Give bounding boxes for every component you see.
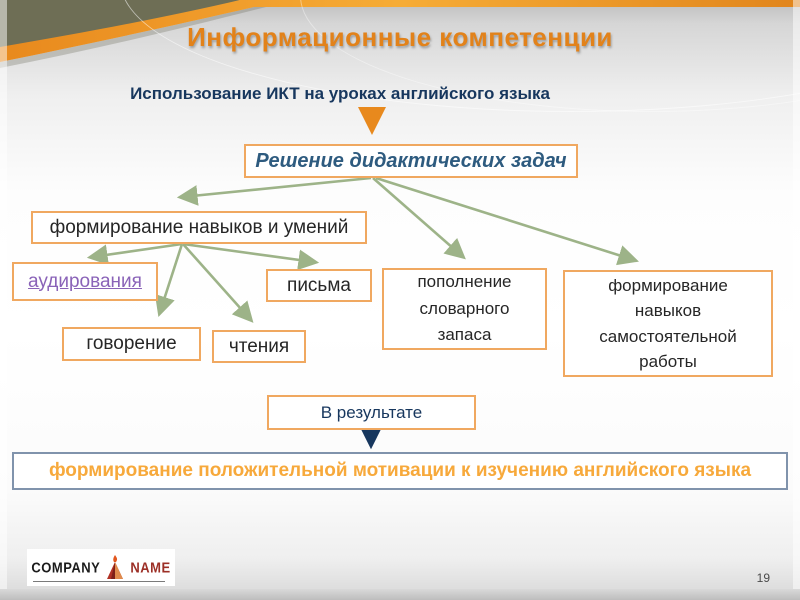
speaking-box: говорение (62, 327, 201, 361)
vocabulary-box: пополнение словарного запаса (382, 268, 547, 350)
slide-right-edge (793, 0, 800, 600)
company-name-text: NAME (130, 558, 171, 577)
reading-box: чтения (212, 330, 306, 363)
bottom-strip (0, 589, 800, 600)
result-box: формирование положительной мотивации к и… (12, 452, 788, 490)
result-label-box: В результате (267, 395, 476, 430)
company-logo: COMPANY NAME (27, 549, 175, 586)
listening-box: аудирования (12, 262, 158, 301)
slide-subtitle: Использование ИКТ на уроках английского … (130, 84, 550, 103)
solution-box: Решение дидактических задач (244, 144, 578, 178)
slide-title: Информационные компетенции (187, 22, 613, 52)
company-logo-text: COMPANY (31, 558, 101, 577)
logo-underline (33, 581, 165, 582)
independent-work-box: формирование навыков самостоятельной раб… (563, 270, 773, 377)
slide-left-edge (0, 0, 7, 600)
pyramid-logo-icon (107, 554, 124, 579)
writing-box: письма (266, 269, 372, 302)
page-number: 19 (756, 571, 770, 585)
listening-link[interactable]: аудирования (28, 270, 142, 292)
skills-box: формирование навыков и умений (31, 211, 367, 244)
